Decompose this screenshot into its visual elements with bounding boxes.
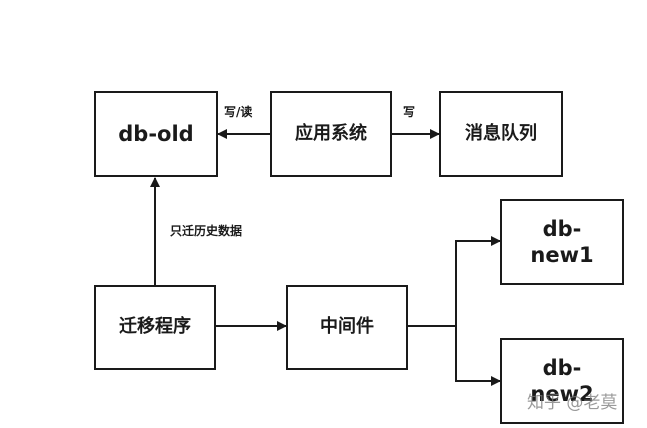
node-middleware-label: 中间件: [320, 316, 374, 338]
node-db-new1-label-line1: db-: [542, 216, 582, 241]
node-db-new1-label-line2: new1: [530, 243, 594, 267]
node-app-system-label: 应用系统: [295, 122, 367, 144]
edge-label-app-to-queue: 写: [403, 105, 416, 119]
edge-label-migration-to-db-old: 只迁历史数据: [170, 224, 243, 238]
node-middleware: 中间件: [286, 285, 408, 370]
node-db-new2-label-line2: new2: [530, 382, 594, 406]
node-migration: 迁移程序: [94, 285, 216, 370]
node-message-queue: 消息队列: [439, 91, 563, 177]
node-db-old-label: db-old: [118, 121, 194, 146]
node-db-new2: db- new2: [500, 338, 624, 424]
node-migration-label: 迁移程序: [119, 316, 191, 338]
node-message-queue-label: 消息队列: [465, 122, 537, 144]
node-db-old: db-old: [94, 91, 218, 177]
node-app-system: 应用系统: [270, 91, 392, 177]
edge-label-app-to-db-old: 写/读: [224, 105, 253, 119]
node-db-new2-label-line1: db-: [542, 355, 582, 380]
node-db-new1: db- new1: [500, 199, 624, 285]
